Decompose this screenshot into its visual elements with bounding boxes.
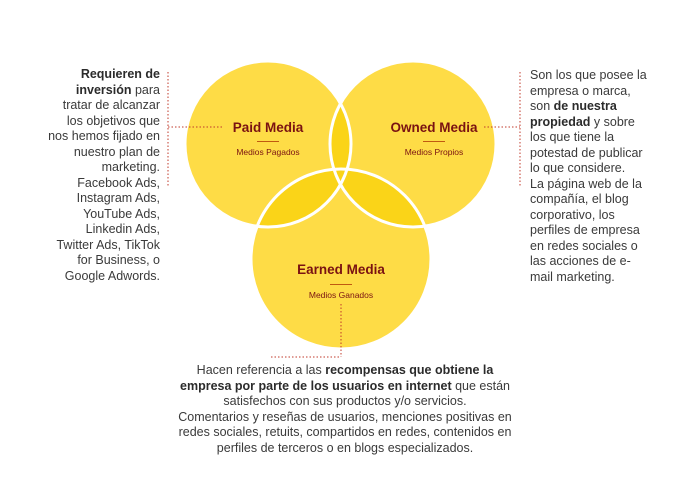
owned-media-description-bold: de nuestra propiedad: [530, 99, 617, 129]
owned-media-description: Son los que posee la empresa o marca, so…: [530, 68, 650, 285]
owned-media-examples: La página web de la compañía, el blog co…: [530, 176, 642, 284]
earned-media-description-bold: recompensas que obtiene la empresa por p…: [180, 363, 494, 393]
earned-media-description-text-before: Hacen referencia a las: [196, 363, 326, 377]
earned-media-title-underline: [330, 284, 352, 285]
earned-media-subtitle: Medios Ganados: [308, 290, 374, 300]
paid-media-description: Requieren de inversión para tratar de al…: [46, 67, 160, 284]
owned-media-description-text-before: Son los que posee la empresa o marca, so…: [530, 68, 647, 113]
paid-media-description-bold: Requieren de inversión: [75, 67, 160, 97]
owned-media-description-text-after: y sobre los que tiene la potestad de pub…: [530, 114, 643, 176]
earned-media-title: Earned Media: [297, 262, 385, 277]
paid-media-title-underline: [257, 141, 279, 142]
paid-media-title: Paid Media: [232, 120, 304, 135]
owned-media-title: Owned Media: [390, 120, 478, 135]
paid-media-examples: Facebook Ads, Instagram Ads, YouTube Ads…: [56, 175, 160, 283]
owned-media-outline: [328, 59, 498, 229]
paid-media-description-text: para tratar de alcanzar los objetivos qu…: [48, 82, 160, 175]
owned-media-subtitle: Medios Propios: [404, 147, 464, 157]
owned-media-title-underline: [423, 141, 445, 142]
paid-earned-overlap: [251, 169, 351, 227]
owned-earned-overlap: [330, 169, 431, 227]
earned-media-description: Hacen referencia a las recompensas que o…: [172, 363, 518, 456]
earned-media-description-text-after: que están satisfechos con sus productos …: [223, 378, 510, 409]
paid-media-outline: [183, 59, 353, 229]
earned-media-outline: [249, 167, 433, 351]
earned-media-examples: Comentarios y reseñas de usuarios, menci…: [178, 409, 512, 455]
paid-media-subtitle: Medios Pagados: [236, 147, 300, 157]
